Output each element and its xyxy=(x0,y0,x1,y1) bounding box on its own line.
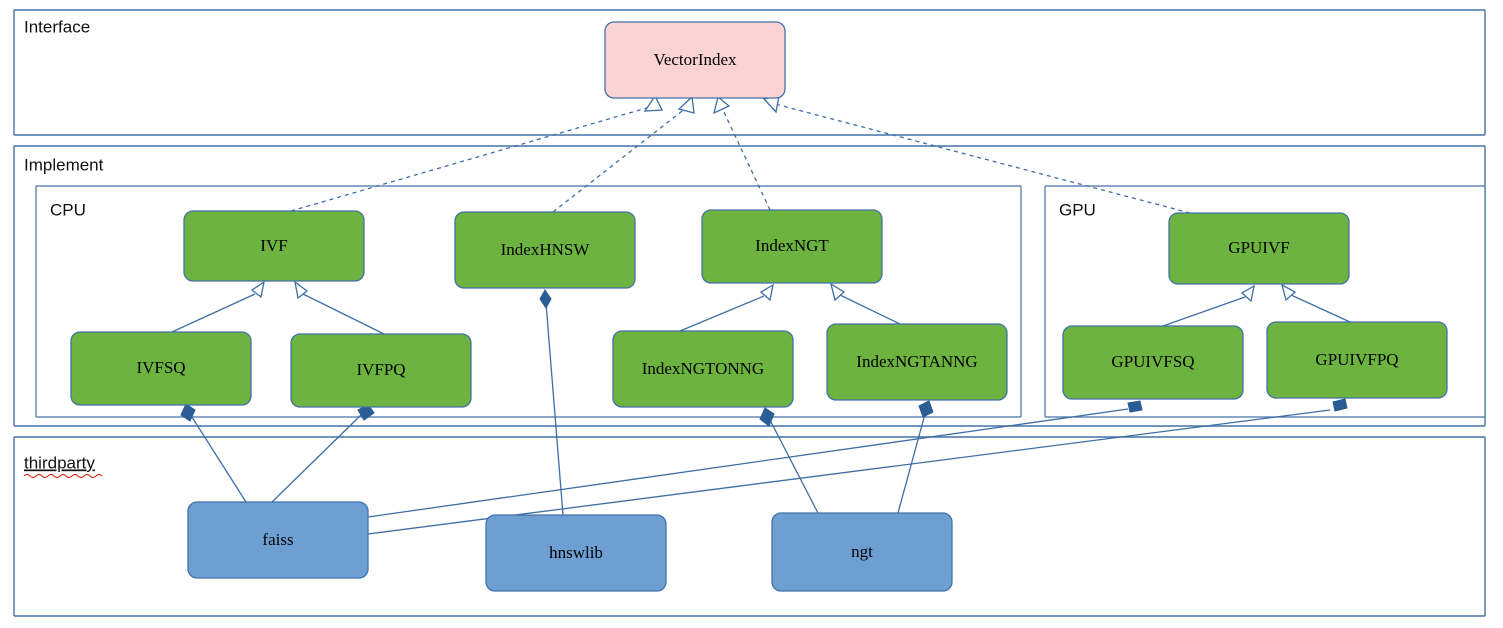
edge-indexngtanng-indexngt xyxy=(839,294,901,325)
arrowhead-hollow-triangle xyxy=(677,95,695,114)
node-gpuivfsq-label: GPUIVFSQ xyxy=(1111,352,1194,371)
node-indexngt-label: IndexNGT xyxy=(755,236,829,255)
node-gpuivfsq[interactable]: GPUIVFSQ xyxy=(1062,325,1244,400)
diamond-composition-icon xyxy=(539,289,552,309)
node-gpuivf-label: GPUIVF xyxy=(1228,238,1289,257)
arrowhead-hollow-triangle xyxy=(1280,283,1297,302)
node-ivfsq[interactable]: IVFSQ xyxy=(70,331,252,406)
arrowhead-hollow-triangle xyxy=(250,280,265,299)
node-indexngt-box[interactable] xyxy=(701,209,883,284)
container-implement-label: Implement xyxy=(24,155,104,174)
node-faiss[interactable]: faiss xyxy=(187,501,369,579)
node-vectorindex-label: VectorIndex xyxy=(653,50,737,69)
edge-faiss-gpuivfsq xyxy=(367,408,1129,518)
edge-ivfsq-ivf xyxy=(171,293,256,333)
edge-ngt-indexngtanng xyxy=(897,413,926,514)
spellcheck-squiggle-icon xyxy=(23,473,103,479)
node-gpuivfpq[interactable]: GPUIVFPQ xyxy=(1266,321,1448,399)
container-interface-label: Interface xyxy=(24,17,90,36)
container-cpu-label: CPU xyxy=(50,200,86,219)
container-gpu-label: GPU xyxy=(1059,200,1096,219)
edge-hnswlib-indexhnsw xyxy=(545,302,564,516)
edge-faiss-ivfsq xyxy=(189,413,247,503)
node-ngt-box[interactable] xyxy=(771,512,953,592)
node-indexhnsw[interactable]: IndexHNSW xyxy=(454,211,636,289)
node-gpuivf-box[interactable] xyxy=(1168,212,1350,285)
edge-faiss-gpuivfpq xyxy=(367,409,1331,535)
node-indexngt[interactable]: IndexNGT xyxy=(701,209,883,284)
node-indexngtonng[interactable]: IndexNGTONNG xyxy=(612,330,794,408)
diamond-composition-icon xyxy=(180,403,196,422)
edge-ivfpq-ivf xyxy=(302,293,385,335)
diamond-composition-icon xyxy=(1127,400,1143,413)
container-thirdparty-box xyxy=(13,436,1486,617)
node-indexngtanng-label: IndexNGTANNG xyxy=(856,352,977,371)
node-hnswlib[interactable]: hnswlib xyxy=(485,514,667,592)
arrowhead-hollow-triangle xyxy=(759,283,774,302)
arrowhead-hollow-triangle xyxy=(713,95,731,115)
node-indexngtanng[interactable]: IndexNGTANNG xyxy=(826,323,1008,401)
node-ivf-label: IVF xyxy=(260,236,287,255)
node-gpuivfpq-label: GPUIVFPQ xyxy=(1315,350,1398,369)
node-ivfpq-box[interactable] xyxy=(290,333,472,408)
node-ngt[interactable]: ngt xyxy=(771,512,953,592)
node-ivfsq-box[interactable] xyxy=(70,331,252,406)
arrowhead-hollow-triangle xyxy=(294,280,309,300)
edge-ivf-vectorindex xyxy=(290,106,651,212)
edge-ngt-indexngtonng xyxy=(769,419,819,514)
node-hnswlib-box[interactable] xyxy=(485,514,667,592)
node-ngt-label: ngt xyxy=(851,542,873,561)
edge-group-inheritance xyxy=(171,280,1351,335)
edge-gpuivfsq-gpuivf xyxy=(1162,296,1246,327)
node-indexngtanng-box[interactable] xyxy=(826,323,1008,401)
node-indexhnsw-label: IndexHNSW xyxy=(501,240,591,259)
edge-indexngt-vectorindex xyxy=(721,107,771,211)
edge-faiss-ivfpq xyxy=(271,413,363,503)
node-gpuivfsq-box[interactable] xyxy=(1062,325,1244,400)
node-ivfsq-label: IVFSQ xyxy=(136,358,185,377)
node-gpuivfpq-box[interactable] xyxy=(1266,321,1448,399)
container-thirdparty-label: thirdparty xyxy=(24,453,95,472)
edge-group-composition xyxy=(180,289,1348,535)
arrowhead-hollow-triangle xyxy=(643,94,664,112)
node-ivf[interactable]: IVF xyxy=(183,210,365,282)
diamond-composition-icon xyxy=(918,400,934,418)
diamond-composition-icon xyxy=(357,403,375,421)
arrowhead-hollow-triangle xyxy=(829,282,846,302)
node-faiss-box[interactable] xyxy=(187,501,369,579)
edge-group-realizations xyxy=(290,94,1191,214)
node-faiss-label: faiss xyxy=(262,530,293,549)
diamond-composition-icon xyxy=(1332,398,1348,412)
node-ivfpq[interactable]: IVFPQ xyxy=(290,333,472,408)
edge-indexngtonng-indexngt xyxy=(679,295,765,332)
diamond-composition-icon xyxy=(759,407,775,427)
node-indexngtonng-box[interactable] xyxy=(612,330,794,408)
node-indexngtonng-label: IndexNGTONNG xyxy=(642,359,764,378)
arrowhead-hollow-triangle xyxy=(1240,284,1255,303)
node-hnswlib-label: hnswlib xyxy=(549,543,603,562)
node-vectorindex[interactable]: VectorIndex xyxy=(604,21,786,99)
node-gpuivf[interactable]: GPUIVF xyxy=(1168,212,1350,285)
node-indexhnsw-box[interactable] xyxy=(454,211,636,289)
edge-gpuivfpq-gpuivf xyxy=(1290,294,1351,323)
node-vectorindex-box[interactable] xyxy=(604,21,786,99)
node-ivf-box[interactable] xyxy=(183,210,365,282)
node-ivfpq-label: IVFPQ xyxy=(356,360,405,379)
container-thirdparty: thirdparty xyxy=(13,436,1486,617)
